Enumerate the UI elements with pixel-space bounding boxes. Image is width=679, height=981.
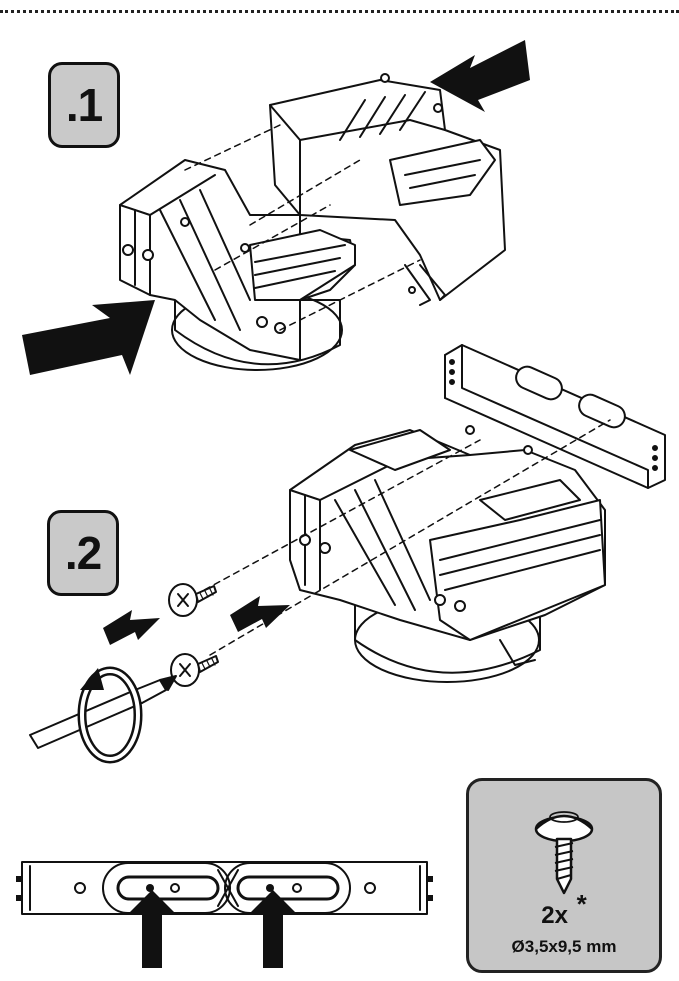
screw-size: Ø3,5x9,5 mm — [511, 937, 617, 956]
screw-quantity: 2x * — [469, 889, 659, 930]
step-1-housing-assembly-icon — [22, 40, 530, 375]
hardware-info-box: 2x * Ø3,5x9,5 mm — [466, 778, 662, 973]
note-marker: * — [576, 889, 587, 919]
screw-icon-upper — [168, 583, 217, 617]
left-half-housing-icon — [119, 159, 356, 361]
up-arrow-icon-right — [248, 890, 298, 968]
push-arrow-icon-right — [430, 40, 530, 112]
screw-push-arrow-icon-lower — [230, 596, 290, 632]
step-1-label: .1 — [65, 79, 103, 131]
bracket-front-view-icon — [16, 861, 433, 915]
rotate-arrow-icon — [77, 666, 143, 764]
screw-push-arrow-icon-upper — [103, 610, 160, 645]
step-1-badge: .1 — [48, 62, 120, 148]
screw-quantity-value: 2x — [541, 902, 568, 929]
mounting-bracket-icon — [444, 344, 666, 489]
step-1-alignment-lines — [184, 124, 421, 331]
up-arrow-icon-left — [127, 890, 177, 968]
step-2-housing-icon — [289, 425, 606, 683]
right-half-housing-icon — [269, 73, 506, 306]
step-2-badge: .2 — [47, 510, 119, 596]
top-dotted-separator — [0, 10, 679, 13]
screw-icon-lower — [170, 653, 219, 687]
push-arrow-icon-left — [22, 300, 155, 375]
screw-icon — [534, 811, 594, 895]
step-2-label: .2 — [64, 527, 102, 579]
